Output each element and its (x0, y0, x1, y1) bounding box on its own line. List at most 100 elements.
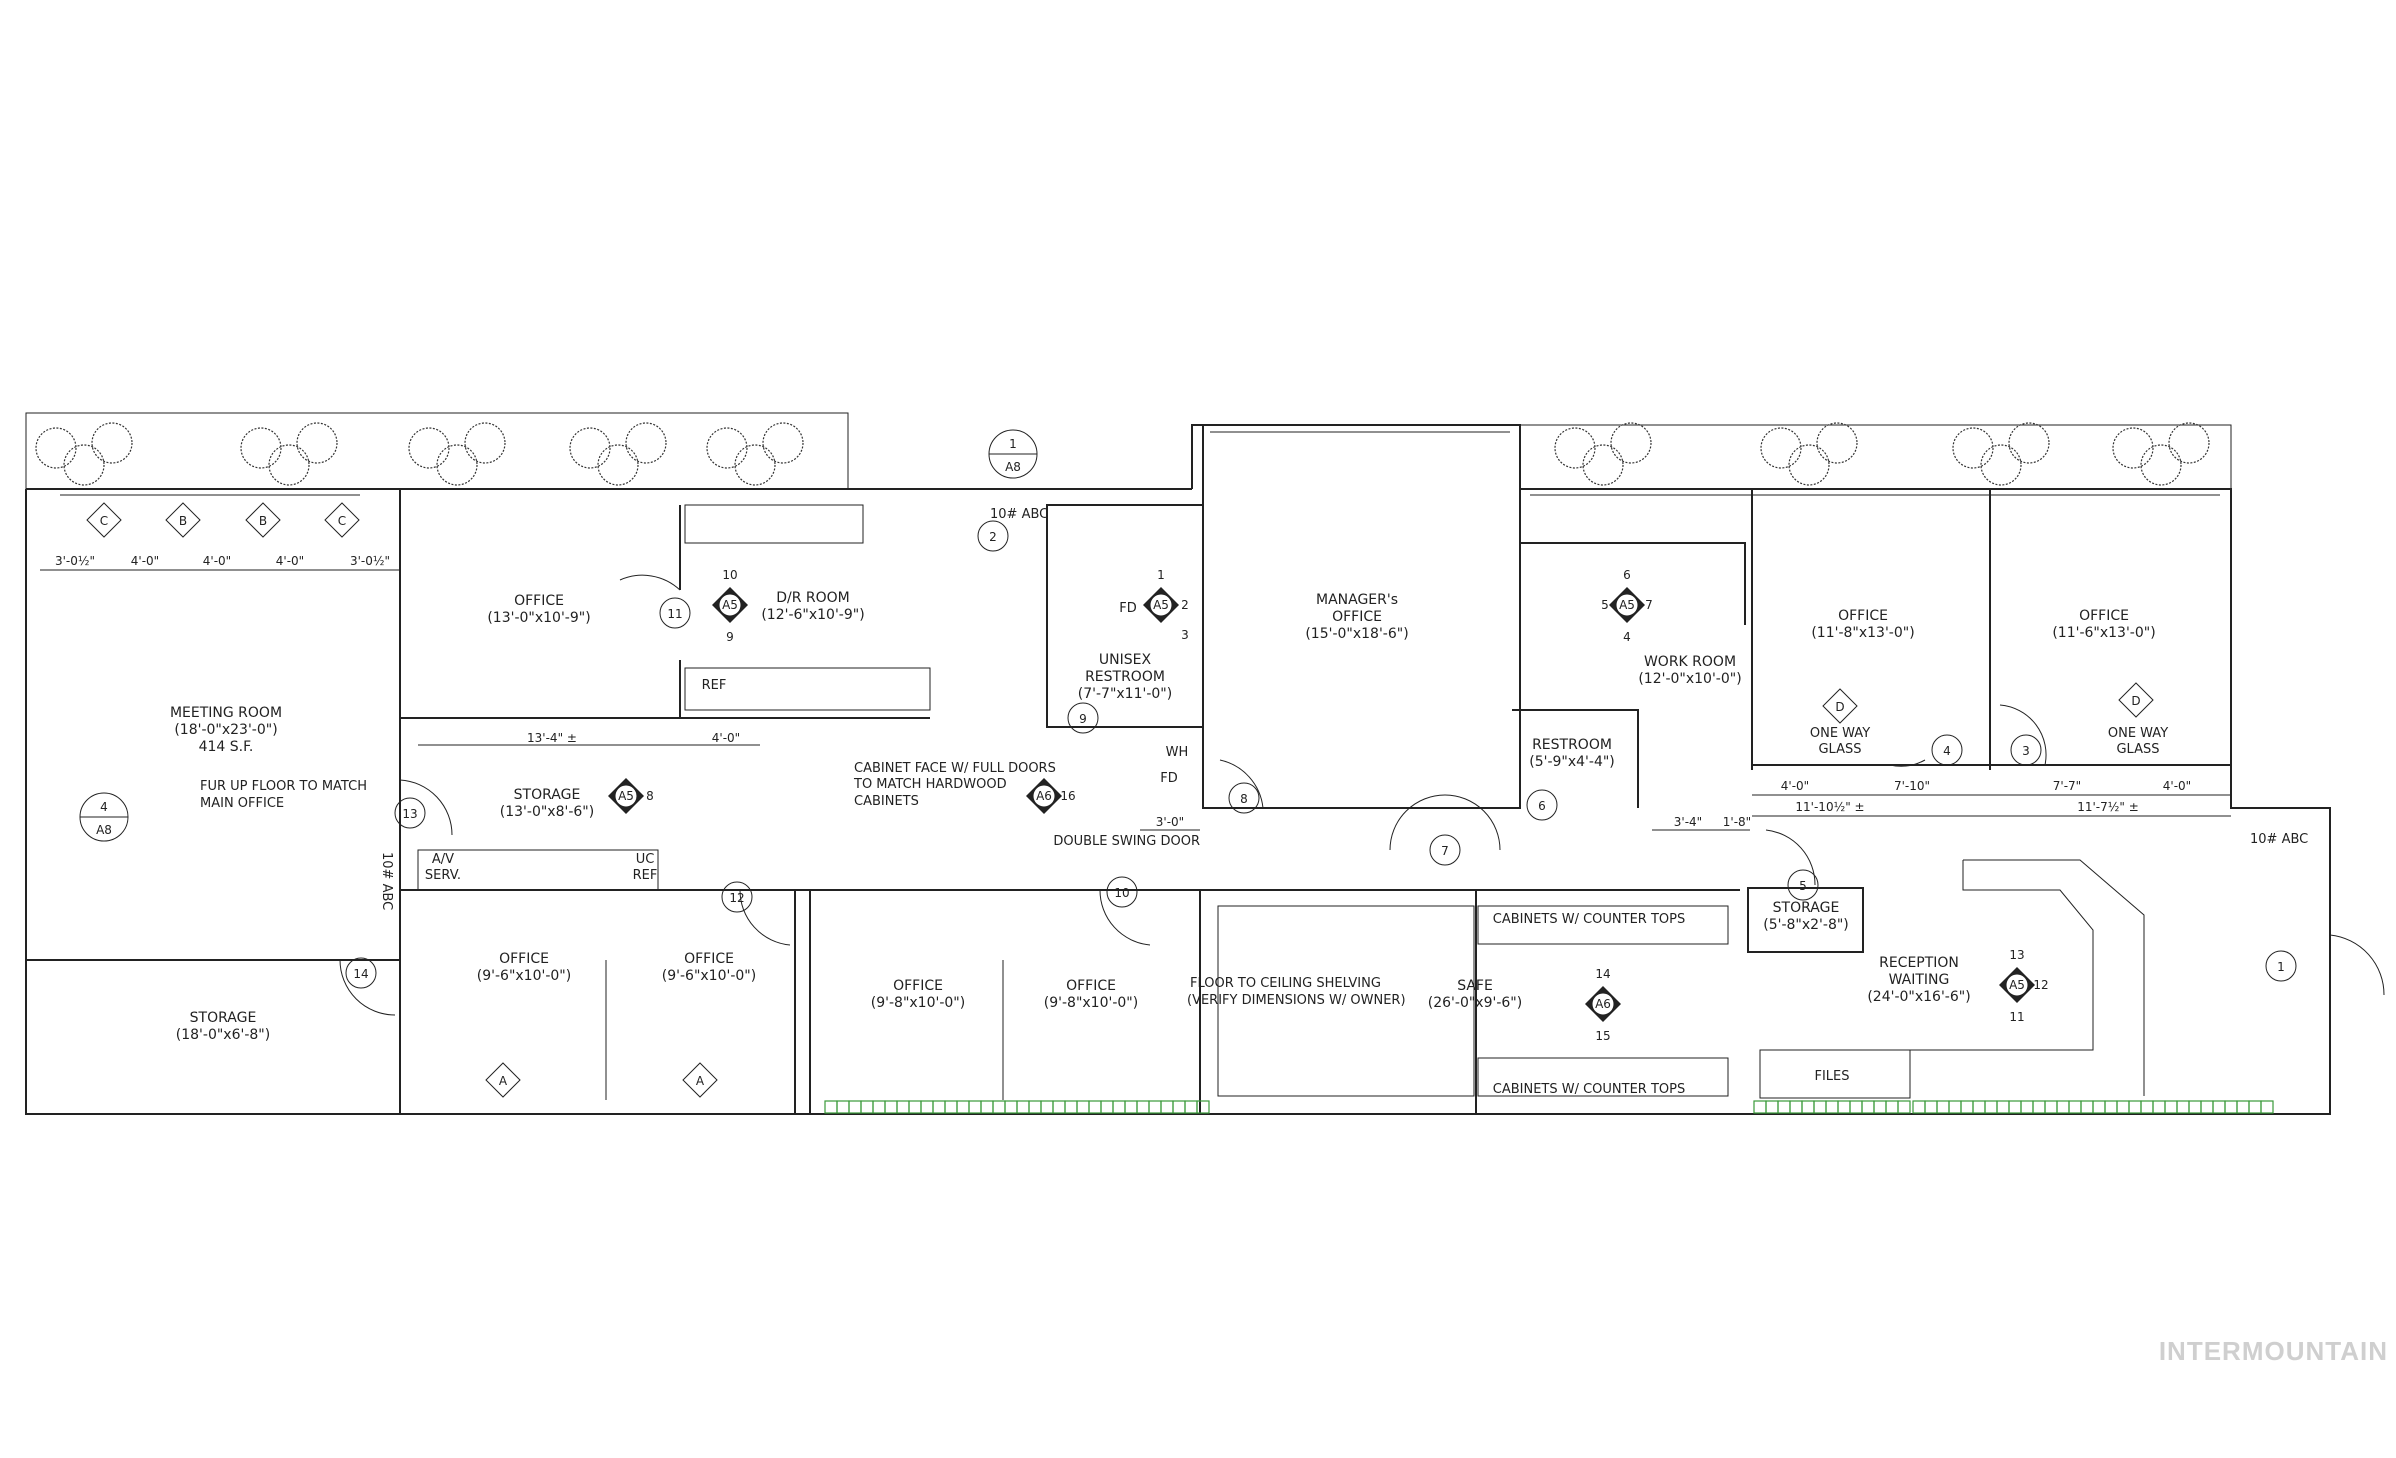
tree-icon (436, 444, 478, 486)
plan-note: 10# ABC (990, 507, 1048, 522)
room-dimensions: (9'-6"x10'-0") (662, 968, 756, 984)
window-tag: D (2131, 694, 2140, 708)
plan-note: FILES (1814, 1069, 1849, 1084)
elevation-marker-center (1032, 784, 1056, 808)
room-name: WORK ROOM (1644, 654, 1736, 670)
tree-icon (1788, 444, 1830, 486)
dimension-label: 3'-0½" (350, 554, 390, 568)
window-pane (956, 1100, 970, 1114)
door-number-circle (1526, 789, 1558, 821)
section-sheet: A8 (1005, 460, 1021, 474)
room-area: 414 S.F. (199, 739, 254, 755)
window-pane (1960, 1100, 1974, 1114)
room-name: OFFICE (1332, 609, 1382, 625)
window-tag-diamond (485, 1062, 521, 1098)
plan-note: CABINETS W/ COUNTER TOPS (1493, 1082, 1686, 1097)
window-pane (1984, 1100, 1998, 1114)
window-pane (2008, 1100, 2022, 1114)
window-pane (992, 1100, 1006, 1114)
room-name: RECEPTION (1879, 955, 1959, 971)
tree-icon (625, 422, 667, 464)
room-dimensions: (9'-6"x10'-0") (477, 968, 571, 984)
room-dimensions: (5'-9"x4'-4") (1529, 754, 1615, 770)
window-pane (908, 1100, 922, 1114)
window-pane (1028, 1100, 1042, 1114)
dimension-label: 3'-4" (1674, 815, 1702, 829)
elevation-marker-center (1149, 593, 1173, 617)
elevation-number: 16 (1060, 789, 1075, 803)
tree-icon (762, 422, 804, 464)
window-pane (2116, 1100, 2130, 1114)
elevation-number: 9 (726, 630, 734, 644)
window-pane (896, 1100, 910, 1114)
dimension-label: 4'-0" (2163, 779, 2191, 793)
room-name: UNISEX (1099, 652, 1152, 668)
dimension-label: 7'-10" (1894, 779, 1930, 793)
plan-note: ONE WAY (1810, 726, 1870, 741)
elevation-number: 7 (1645, 598, 1653, 612)
dimension-label: 11'-10½" ± (1795, 800, 1864, 814)
room-dimensions: (7'-7"x11'-0") (1078, 686, 1172, 702)
tree-icon (706, 427, 748, 469)
elevation-marker-center (1615, 593, 1639, 617)
elevation-marker-center (2005, 973, 2029, 997)
window-pane (2104, 1100, 2118, 1114)
elevation-number: 12 (2033, 978, 2048, 992)
room-name: STORAGE (514, 787, 581, 803)
door-number: 2 (989, 530, 997, 544)
door-number-circle (1787, 869, 1819, 901)
room-dimensions: (11'-6"x13'-0") (2052, 625, 2155, 641)
room-dimensions: (5'-8"x2'-8") (1763, 917, 1849, 933)
window-pane (1897, 1100, 1911, 1114)
plan-note: (VERIFY DIMENSIONS W/ OWNER) (1187, 993, 1406, 1008)
door-number: 6 (1538, 799, 1546, 813)
room-dimensions: (13'-0"x8'-6") (500, 804, 594, 820)
plan-note: FD (1160, 771, 1178, 786)
walls (25, 412, 2385, 1115)
door-number: 12 (729, 891, 744, 905)
plan-note: TO MATCH HARDWOOD (853, 777, 1007, 792)
room-dimensions: (13'-0"x10'-9") (487, 610, 590, 626)
tree-icon (63, 444, 105, 486)
elevation-number: 4 (1623, 630, 1631, 644)
elevation-marker-center (1591, 992, 1615, 1016)
room-name: MANAGER's (1316, 592, 1398, 608)
window-pane (1040, 1100, 1054, 1114)
elevation-marker-center (614, 784, 638, 808)
elevation-sheet: A5 (2009, 978, 2025, 992)
door-number: 7 (1441, 844, 1449, 858)
window-pane (2152, 1100, 2166, 1114)
window-pane (2212, 1100, 2226, 1114)
tree-icon (2008, 422, 2050, 464)
tree-icon (240, 427, 282, 469)
plan-note: 10# ABC (2250, 832, 2308, 847)
room-name: SAFE (1457, 978, 1493, 994)
dimension-label: 3'-0" (1156, 815, 1184, 829)
door-number-circle (1429, 834, 1461, 866)
tree-icon (569, 427, 611, 469)
door-number-circle (394, 797, 426, 829)
window-pane (920, 1100, 934, 1114)
dimension-label: 4'-0" (131, 554, 159, 568)
section-sheet: A8 (96, 823, 112, 837)
window-tag-diamond (1822, 688, 1858, 724)
window-pane (1813, 1100, 1827, 1114)
dimension-label: 7'-7" (2053, 779, 2081, 793)
window-pane (968, 1100, 982, 1114)
elevation-sheet: A6 (1595, 997, 1611, 1011)
door-number-circle (1067, 702, 1099, 734)
dimension-label: 3'-0½" (55, 554, 95, 568)
window-pane (1837, 1100, 1851, 1114)
tree-icon (408, 427, 450, 469)
tree-icon (1554, 427, 1596, 469)
window-tag-diamond (324, 502, 360, 538)
window-pane (1148, 1100, 1162, 1114)
plan-note: GLASS (1818, 742, 1861, 757)
window-pane (2140, 1100, 2154, 1114)
window-pane (1861, 1100, 1875, 1114)
window-pane (1912, 1100, 1926, 1114)
window-pane (2176, 1100, 2190, 1114)
tree-icon (35, 427, 77, 469)
room-name: OFFICE (2079, 608, 2129, 624)
